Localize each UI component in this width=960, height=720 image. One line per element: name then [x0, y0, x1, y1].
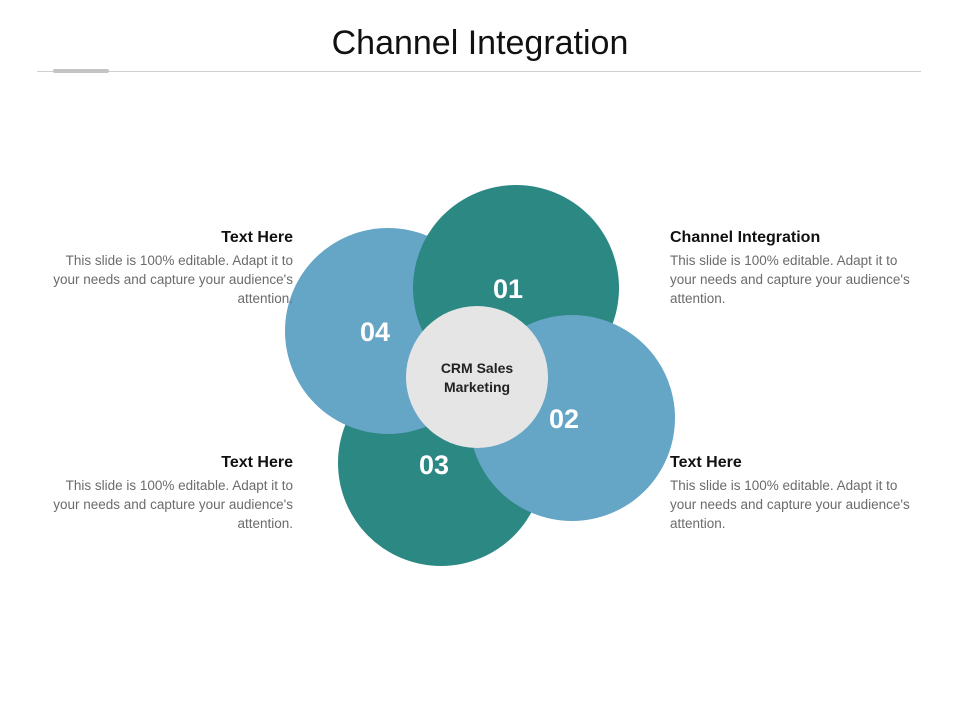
text-block-heading: Text Here [221, 229, 293, 246]
text-block-heading: Text Here [670, 454, 742, 471]
center-label-line-2: Marketing [444, 379, 510, 395]
center-label-line-1: CRM Sales [441, 360, 514, 376]
text-block-body: This slide is 100% editable. Adapt it to… [53, 253, 293, 306]
petal-02-number: 02 [549, 404, 579, 434]
text-block-body: This slide is 100% editable. Adapt it to… [670, 253, 910, 306]
text-block-heading: Text Here [221, 454, 293, 471]
text-block-top-right: Channel Integration This slide is 100% e… [670, 229, 915, 308]
title-accent-bar [53, 69, 109, 73]
petal-01-number: 01 [493, 274, 523, 304]
text-block-bottom-right: Text Here This slide is 100% editable. A… [670, 454, 915, 533]
text-block-bottom-left: Text Here This slide is 100% editable. A… [48, 454, 293, 533]
text-block-top-left: Text Here This slide is 100% editable. A… [48, 229, 293, 308]
text-block-body: This slide is 100% editable. Adapt it to… [53, 478, 293, 531]
title-divider [37, 71, 921, 72]
petal-04-number: 04 [360, 317, 390, 347]
petal-03-number: 03 [419, 450, 449, 480]
text-block-body: This slide is 100% editable. Adapt it to… [670, 478, 910, 531]
text-block-heading: Channel Integration [670, 229, 821, 246]
center-circle [406, 306, 548, 448]
page-title: Channel Integration [331, 24, 629, 62]
